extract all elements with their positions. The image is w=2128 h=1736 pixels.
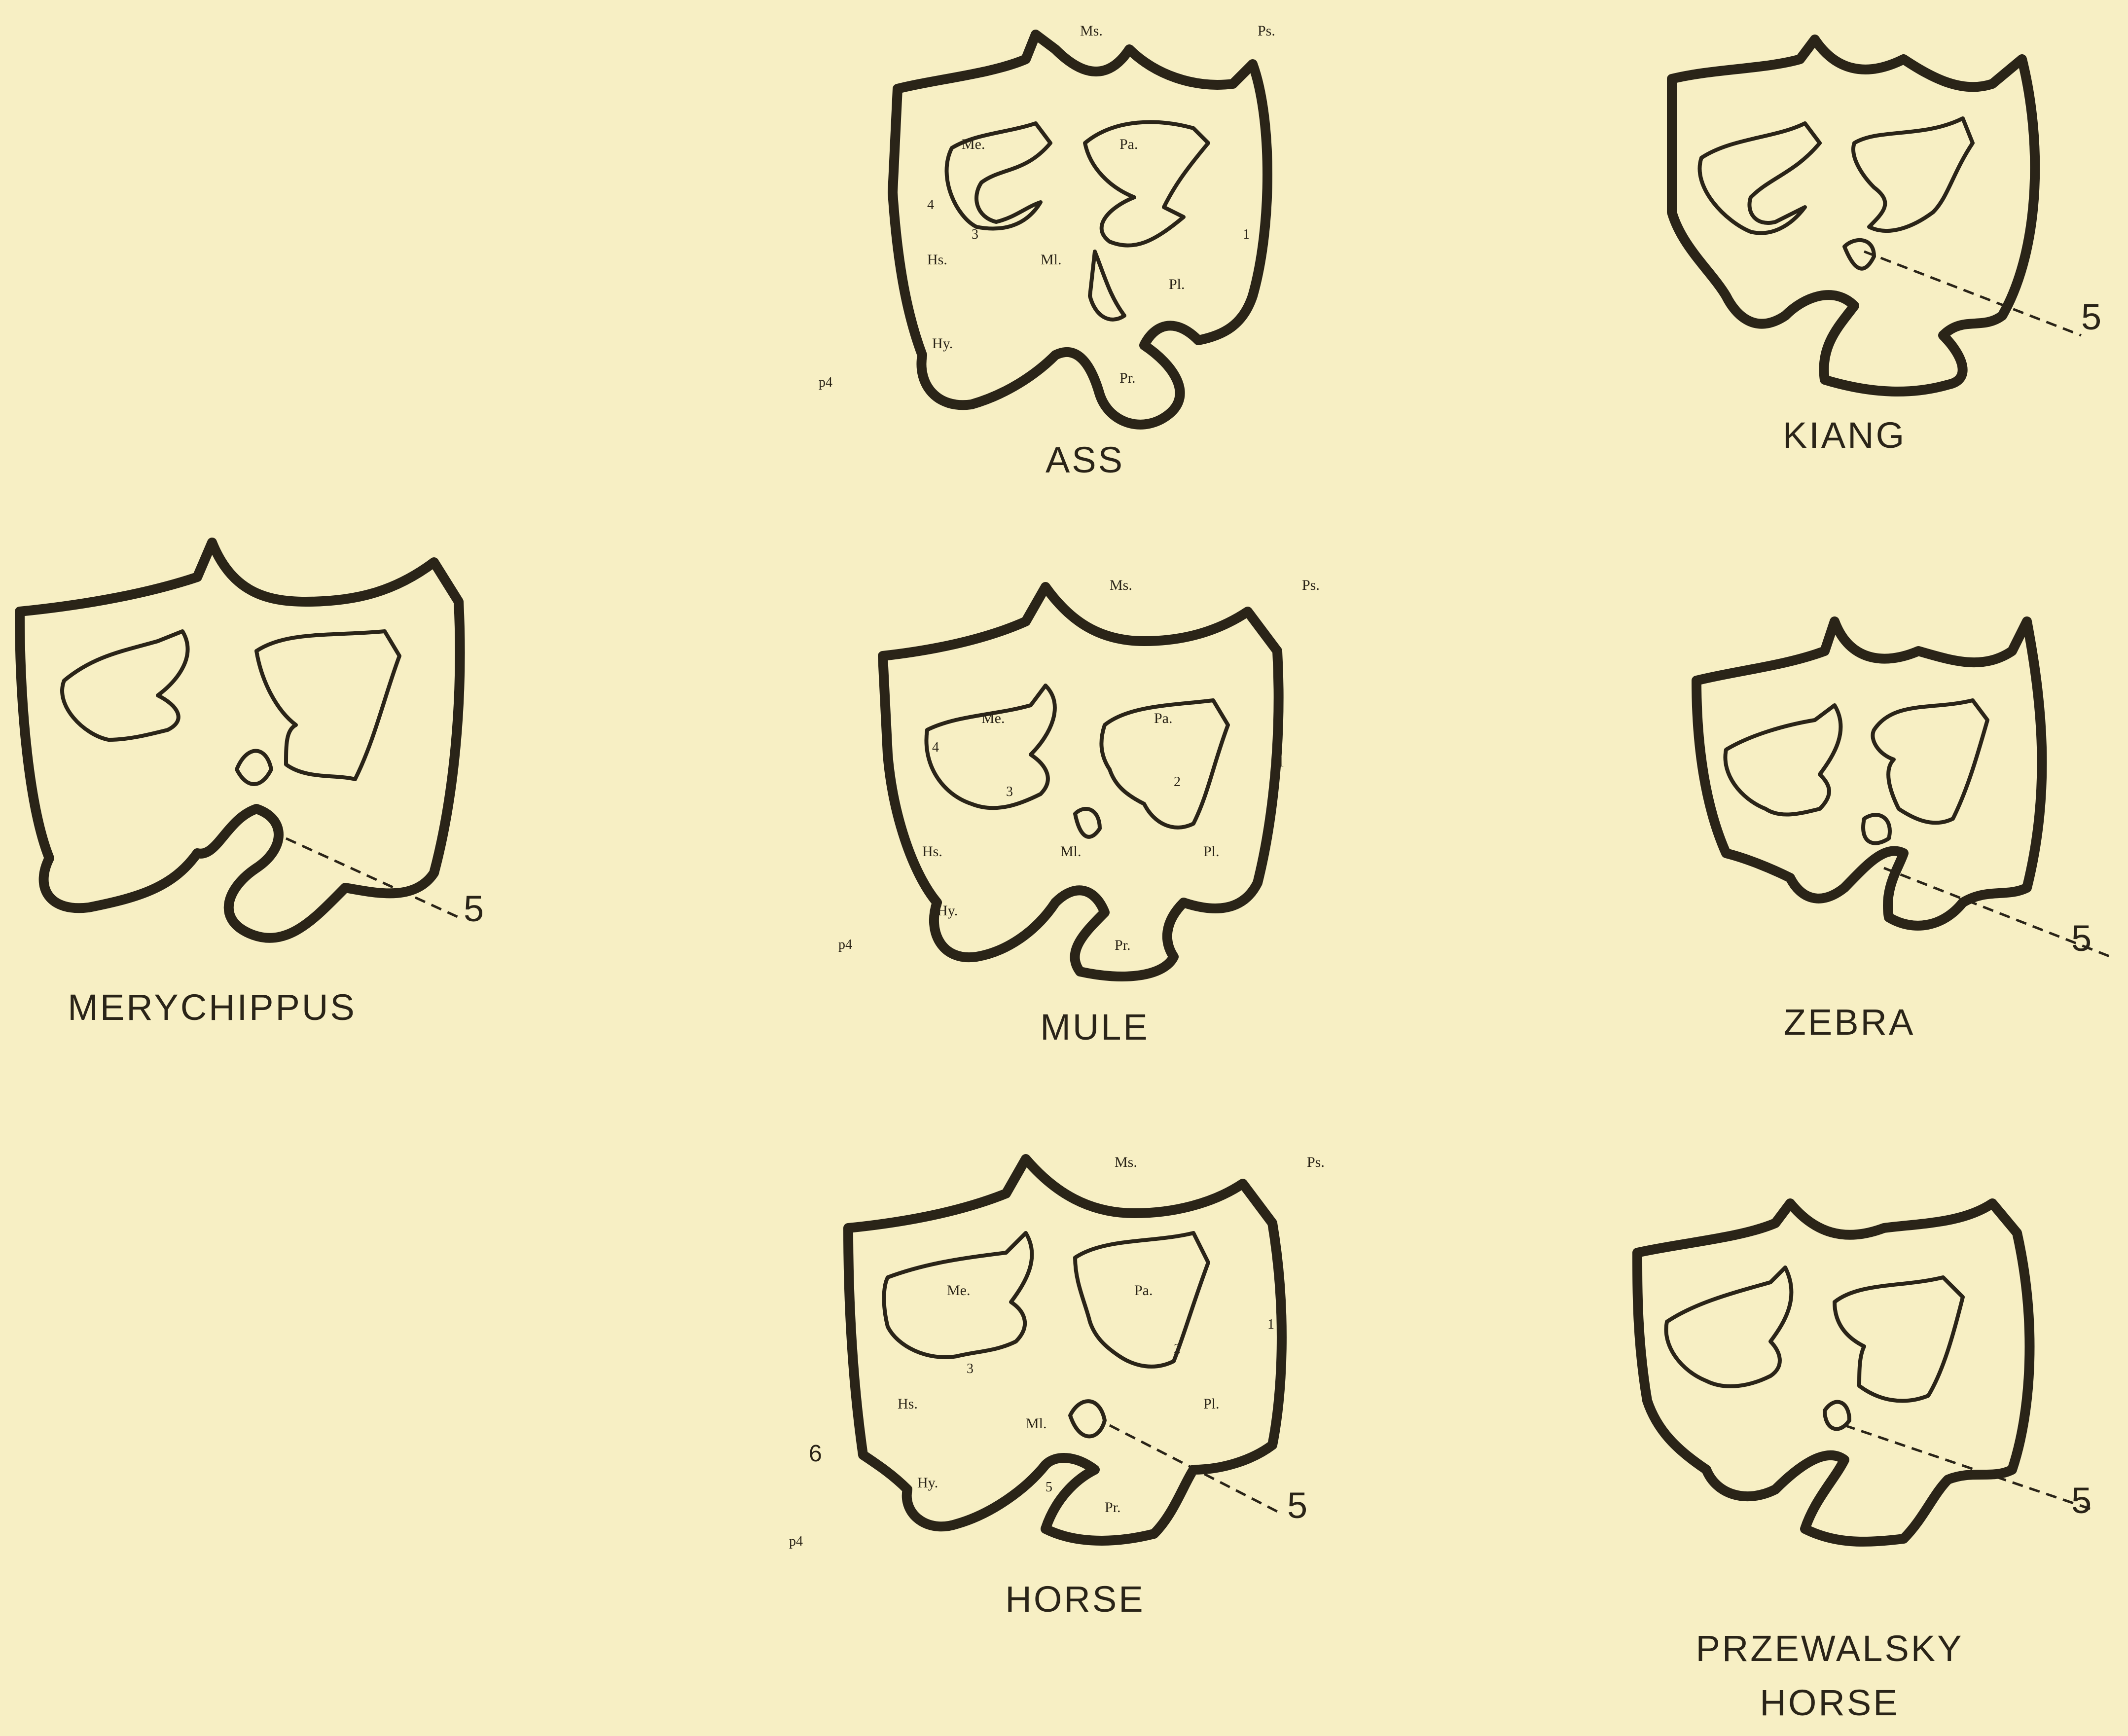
mule-label-hy: Hy. — [937, 903, 958, 919]
przewalsky-caption-line-1: PRZEWALSKY — [1657, 1628, 2002, 1669]
merychippus-tooth-outline — [10, 533, 542, 957]
horse-label-hs: Hs. — [898, 1396, 918, 1412]
horse-fold-2: 2 — [1174, 1341, 1181, 1357]
horse-label-ml: Ml. — [1026, 1415, 1047, 1432]
merychippus-tooth-diagram: 5 — [10, 533, 542, 957]
ass-fold-1: 1 — [1243, 227, 1250, 243]
ass-fold-3: 3 — [972, 227, 978, 243]
mule-caption: MULE — [986, 1006, 1203, 1048]
horse-label-hy: Hy. — [917, 1475, 938, 1491]
ass-label-pa: Pa. — [1119, 136, 1138, 153]
zebra-tooth-diagram: 5 — [1687, 612, 2111, 1006]
horse-fold-3: 3 — [967, 1361, 974, 1377]
horse-label-pr: Pr. — [1105, 1499, 1121, 1516]
ass-label-pr: Pr. — [1119, 370, 1136, 387]
ass-tooth-outline — [878, 20, 1322, 444]
ass-label-pl: Pl. — [1169, 276, 1185, 293]
mule-label-pa: Pa. — [1154, 710, 1173, 727]
mule-fold-2: 2 — [1174, 774, 1181, 790]
merychippus-marker-5: 5 — [464, 888, 484, 930]
mule-label-pl: Pl. — [1203, 843, 1220, 860]
horse-fold-5-small: 5 — [1046, 1480, 1052, 1495]
kiang-tooth-diagram: 5 — [1657, 39, 2101, 414]
horse-caption: HORSE — [967, 1578, 1184, 1620]
ass-label-hy: Hy. — [932, 335, 953, 352]
mule-label-me: Me. — [981, 710, 1005, 727]
ass-label-ps: Ps. — [1258, 23, 1275, 39]
horse-fold-1: 1 — [1267, 1317, 1274, 1333]
horse-label-ps: Ps. — [1307, 1154, 1325, 1171]
mule-label-ms: Ms. — [1110, 577, 1132, 594]
ass-label-ms: Ms. — [1080, 23, 1103, 39]
mule-label-hs: Hs. — [922, 843, 942, 860]
przewalsky-tooth-outline — [1627, 1194, 2101, 1588]
ass-label-hs: Hs. — [927, 252, 947, 268]
ass-caption: ASS — [986, 439, 1184, 481]
mule-tooth-diagram: Ms. Ps. Me. Pa. Hs. Ml. Pl. Hy. Pr. 1 2 … — [868, 567, 1361, 1011]
horse-fold-6: 6 — [809, 1440, 822, 1467]
ass-fold-4: 4 — [927, 197, 934, 213]
horse-label-pa: Pa. — [1134, 1282, 1153, 1299]
mule-fold-3: 3 — [1006, 784, 1013, 800]
zebra-marker-5: 5 — [2071, 917, 2092, 959]
kiang-caption: KIANG — [1746, 414, 1943, 456]
horse-tooth-outline — [799, 1139, 1361, 1583]
ass-tooth-mark: p4 — [819, 375, 832, 391]
zebra-caption: ZEBRA — [1736, 1001, 1963, 1043]
horse-tooth-diagram: Ms. Ps. Me. Pa. Hs. Ml. Pl. Hy. Pr. 1 2 … — [799, 1139, 1361, 1583]
mule-label-pr: Pr. — [1115, 937, 1131, 954]
mule-fold-4: 4 — [932, 740, 939, 756]
ass-tooth-diagram: Ms. Ps. Me. Pa. Hs. Ml. Pl. Hy. Pr. 1 3 … — [878, 20, 1322, 444]
mule-fold-1: 1 — [1277, 755, 1284, 770]
przewalsky-caption-line-2: HORSE — [1657, 1682, 2002, 1724]
merychippus-caption: MERYCHIPPUS — [0, 986, 424, 1028]
zebra-tooth-outline — [1687, 612, 2111, 1006]
mule-label-ml: Ml. — [1060, 843, 1082, 860]
przewalsky-marker-5: 5 — [2071, 1480, 2092, 1521]
horse-tooth-mark: p4 — [789, 1534, 803, 1550]
horse-label-pl: Pl. — [1203, 1396, 1220, 1412]
ass-label-me: Me. — [962, 136, 985, 153]
kiang-tooth-outline — [1657, 39, 2101, 414]
mule-tooth-mark: p4 — [838, 937, 852, 953]
ass-label-ml: Ml. — [1041, 252, 1062, 268]
przewalsky-tooth-diagram: 5 — [1627, 1194, 2101, 1588]
mule-label-ps: Ps. — [1302, 577, 1320, 594]
horse-label-me: Me. — [947, 1282, 971, 1299]
kiang-marker-5: 5 — [2081, 296, 2101, 338]
horse-marker-5: 5 — [1287, 1484, 1307, 1526]
horse-label-ms: Ms. — [1115, 1154, 1137, 1171]
